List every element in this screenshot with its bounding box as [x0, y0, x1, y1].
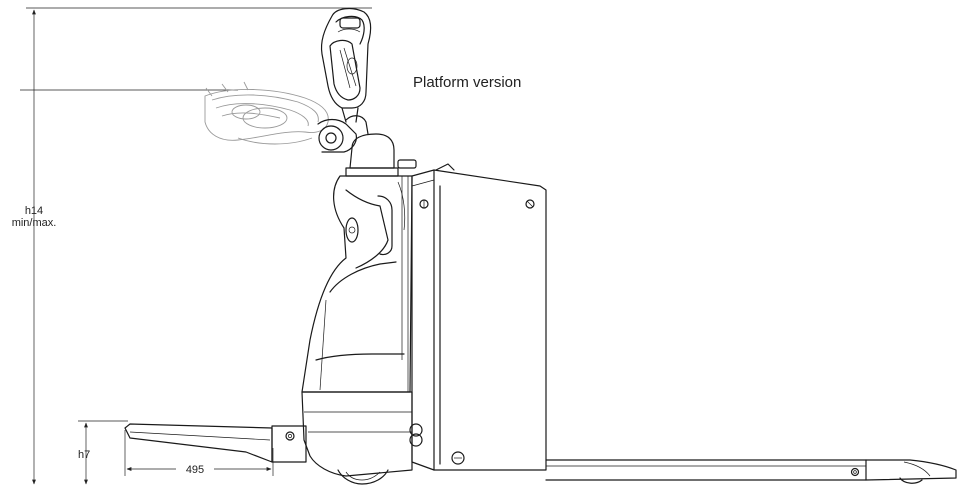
- chassis-housing: [411, 169, 547, 471]
- dimension-495: 495: [124, 430, 274, 476]
- dimension-h7: h7: [78, 420, 128, 485]
- tiller-raised: [320, 7, 372, 123]
- h14-label: h14: [25, 205, 43, 217]
- platform-version-caption: Platform version: [413, 74, 521, 91]
- tiller-lowered-ghost: [204, 81, 329, 145]
- h7-label: h7: [78, 449, 90, 461]
- dimension-495-label: 495: [186, 464, 204, 476]
- rear-fork: [124, 423, 273, 463]
- control-head: [345, 133, 455, 177]
- tiller-pivot: [317, 115, 369, 153]
- operator-column: [301, 175, 413, 393]
- h14-sublabel: min/max.: [12, 217, 57, 229]
- forks: [545, 459, 957, 484]
- dimension-h14: h14 min/max.: [12, 7, 372, 485]
- drive-base: [271, 391, 423, 485]
